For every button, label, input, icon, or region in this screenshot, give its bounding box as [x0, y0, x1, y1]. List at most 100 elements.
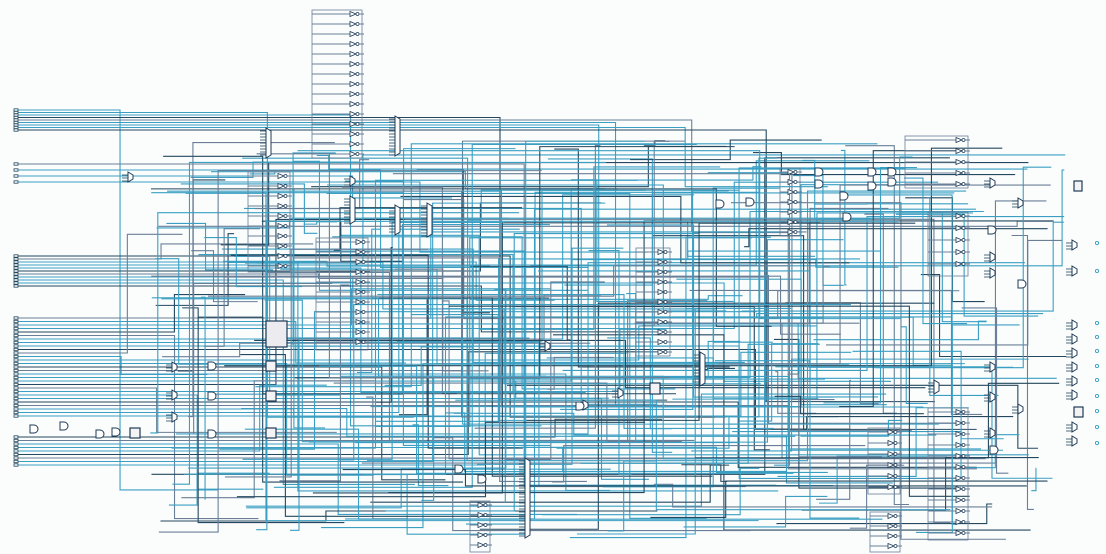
input-port[interactable]	[13, 272, 19, 276]
buffer-gate[interactable]	[955, 408, 964, 416]
buffer-gate[interactable]	[477, 541, 486, 549]
mux-cell[interactable]	[699, 351, 706, 387]
input-port[interactable]	[13, 407, 19, 411]
input-port[interactable]	[13, 389, 19, 394]
buffer-gate[interactable]	[657, 318, 666, 326]
net-wire[interactable]	[228, 261, 716, 310]
input-port[interactable]	[13, 445, 19, 450]
buffer-gate[interactable]	[277, 212, 286, 220]
mux-cell[interactable]	[1071, 389, 1078, 401]
input-port[interactable]	[13, 115, 19, 120]
input-port[interactable]	[13, 326, 19, 331]
output-port[interactable]	[1094, 393, 1100, 399]
net-wire[interactable]	[222, 276, 963, 424]
input-port[interactable]	[13, 278, 19, 282]
net-wire[interactable]	[150, 188, 772, 327]
buffer-gate[interactable]	[355, 328, 364, 336]
net-wire[interactable]	[818, 455, 947, 504]
output-port[interactable]	[1094, 240, 1100, 246]
net-wire[interactable]	[167, 190, 924, 408]
input-port[interactable]	[13, 463, 19, 467]
mux-cell[interactable]	[989, 177, 996, 189]
mux-cell[interactable]	[1071, 361, 1078, 373]
buffer-gate[interactable]	[887, 461, 896, 469]
buffer-gate[interactable]	[477, 511, 486, 519]
mux-cell[interactable]	[617, 387, 624, 399]
mux-cell[interactable]	[933, 379, 940, 395]
net-wire[interactable]	[303, 221, 337, 225]
buffer-gate[interactable]	[955, 463, 964, 471]
buffer-gate[interactable]	[787, 168, 796, 176]
mux-cell[interactable]	[989, 251, 996, 263]
register-cell[interactable]	[265, 390, 277, 402]
net-wire[interactable]	[691, 232, 977, 470]
net-wire[interactable]	[254, 159, 370, 210]
input-port[interactable]	[13, 382, 19, 387]
logic-gate[interactable]	[987, 225, 997, 235]
buffer-gate[interactable]	[277, 252, 286, 260]
net-wire[interactable]	[623, 340, 741, 378]
logic-gate[interactable]	[839, 191, 849, 201]
logic-gate[interactable]	[59, 421, 69, 431]
net-wire[interactable]	[685, 307, 773, 343]
net-wire[interactable]	[1011, 234, 1034, 510]
net-wire[interactable]	[433, 437, 751, 532]
input-port[interactable]	[13, 438, 19, 443]
net-wire[interactable]	[184, 316, 952, 475]
net-wire[interactable]	[279, 337, 939, 425]
net-wire[interactable]	[193, 282, 333, 434]
net-wire[interactable]	[428, 231, 801, 319]
buffer-gate[interactable]	[955, 169, 964, 177]
net-wire[interactable]	[151, 275, 841, 335]
input-port[interactable]	[13, 260, 19, 264]
net-wire[interactable]	[18, 126, 828, 188]
net-wire[interactable]	[562, 215, 1065, 371]
input-port[interactable]	[13, 323, 19, 327]
logic-gate[interactable]	[207, 429, 217, 439]
net-wire[interactable]	[404, 218, 951, 524]
buffer-gate[interactable]	[887, 428, 896, 436]
input-port[interactable]	[13, 110, 19, 115]
input-port[interactable]	[13, 174, 19, 178]
net-wire[interactable]	[203, 228, 260, 347]
buffer-gate[interactable]	[887, 439, 896, 447]
net-wire[interactable]	[267, 271, 695, 441]
net-wire[interactable]	[793, 174, 844, 286]
net-wire[interactable]	[158, 170, 542, 533]
mux-cell[interactable]	[349, 195, 356, 225]
net-wire[interactable]	[163, 155, 463, 483]
register-cell[interactable]	[265, 360, 277, 372]
buffer-gate[interactable]	[955, 419, 964, 427]
input-port[interactable]	[13, 456, 19, 460]
input-port[interactable]	[13, 316, 19, 320]
net-wire[interactable]	[207, 265, 788, 297]
logic-gate[interactable]	[887, 167, 897, 177]
mux-cell[interactable]	[1071, 421, 1078, 433]
mux-cell[interactable]	[426, 202, 433, 238]
net-wire[interactable]	[707, 172, 1003, 451]
buffer-gate[interactable]	[955, 147, 964, 155]
mux-cell[interactable]	[394, 115, 401, 157]
net-wire[interactable]	[326, 192, 707, 519]
buffer-gate[interactable]	[955, 248, 964, 256]
net-wire[interactable]	[355, 167, 906, 444]
net-wire[interactable]	[385, 233, 699, 512]
register-cell[interactable]	[265, 320, 288, 348]
logic-gate[interactable]	[867, 167, 877, 177]
buffer-gate[interactable]	[349, 70, 358, 78]
mux-cell[interactable]	[1071, 239, 1078, 251]
net-wire[interactable]	[689, 289, 983, 416]
input-port[interactable]	[13, 396, 19, 401]
logic-gate[interactable]	[989, 445, 999, 455]
buffer-gate[interactable]	[657, 278, 666, 286]
net-wire[interactable]	[578, 312, 1044, 319]
buffer-gate[interactable]	[349, 140, 358, 148]
buffer-gate[interactable]	[349, 20, 358, 28]
mux-cell[interactable]	[544, 340, 551, 352]
logic-gate[interactable]	[29, 424, 39, 434]
net-wire[interactable]	[774, 395, 924, 415]
net-wire[interactable]	[571, 166, 762, 181]
net-wire[interactable]	[18, 294, 246, 333]
buffer-gate[interactable]	[887, 542, 896, 550]
logic-gate[interactable]	[95, 429, 105, 439]
